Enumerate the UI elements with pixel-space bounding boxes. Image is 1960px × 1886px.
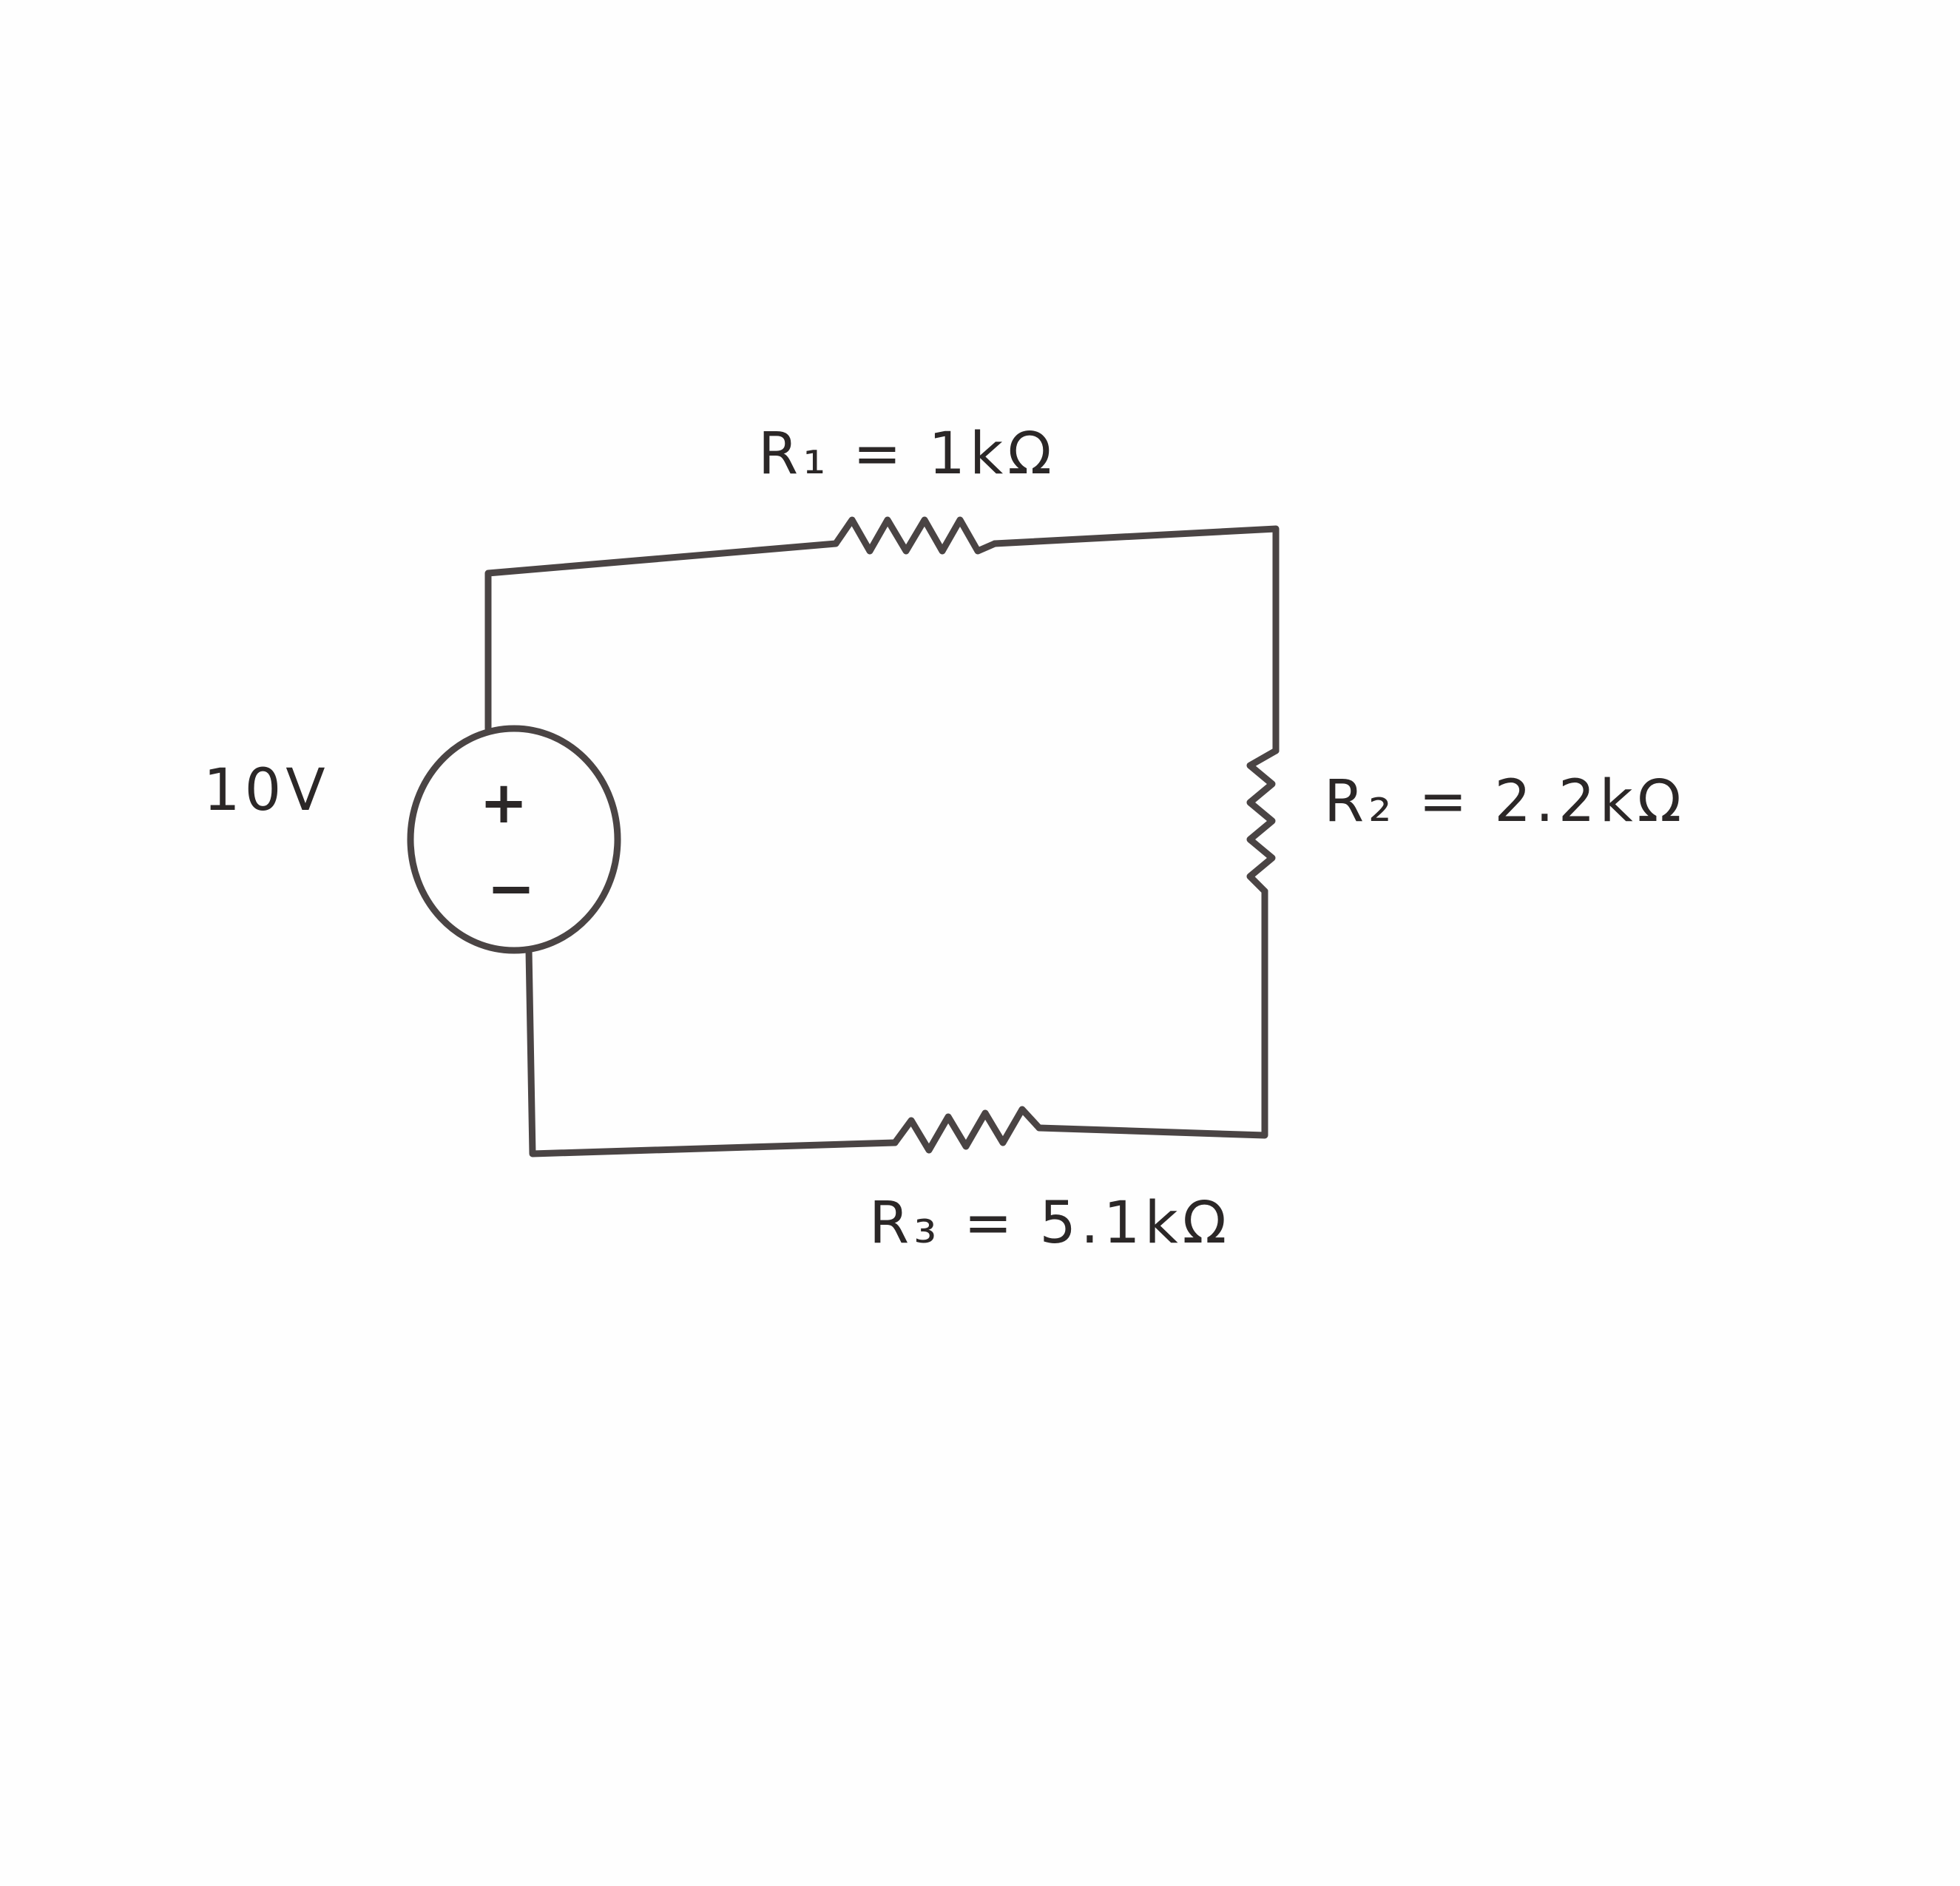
r1-label: R₁ = 1kΩ xyxy=(758,421,1056,487)
wire-top-right xyxy=(991,525,1280,754)
voltage-source xyxy=(407,725,621,954)
wire-top-left xyxy=(484,540,839,732)
wire-right-bottom xyxy=(1035,888,1268,1139)
resistor-r3 xyxy=(891,1106,1043,1154)
wire-bottom-left xyxy=(525,947,899,1157)
r2-label: R₂ = 2.2kΩ xyxy=(1324,768,1686,835)
source-positive-sign: + xyxy=(479,770,532,836)
source-negative-sign: − xyxy=(487,856,539,922)
resistor-r2 xyxy=(1246,747,1280,895)
source-voltage-label: 10V xyxy=(203,757,330,824)
resistor-r1 xyxy=(832,516,998,555)
r3-label: R₃ = 5.1kΩ xyxy=(869,1190,1231,1257)
